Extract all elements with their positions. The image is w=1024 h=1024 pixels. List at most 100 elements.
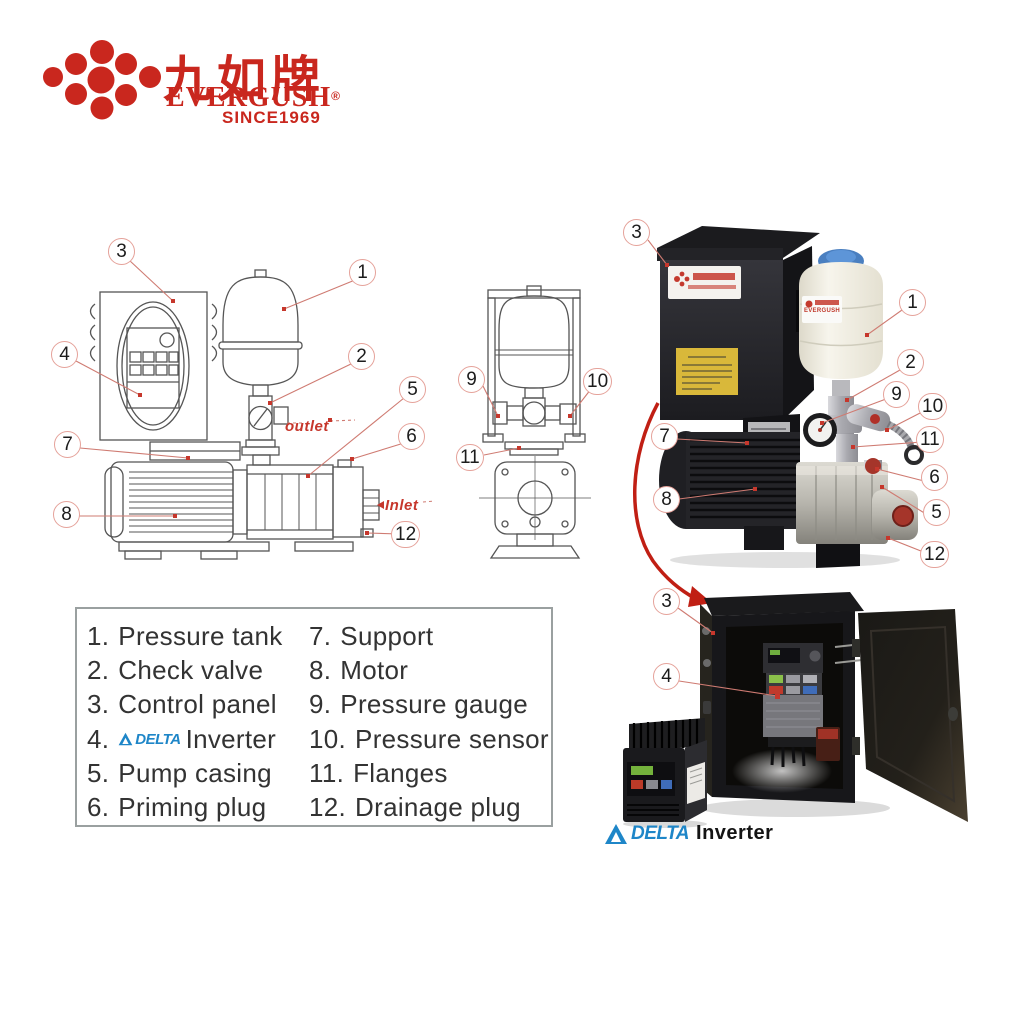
legend-label: Pump casing <box>118 757 272 788</box>
legend-num: 5. <box>87 757 110 788</box>
pump-photo-leaders <box>647 239 927 554</box>
legend-label: Support <box>340 620 434 651</box>
inlet-label: Inlet <box>385 497 419 514</box>
side-view-markers <box>138 299 369 535</box>
inverter-caption-text: Inverter <box>696 822 774 844</box>
legend-label: Pressure tank <box>118 620 283 651</box>
callout-8: 8 <box>53 501 80 528</box>
callout-12: 12 <box>920 541 950 568</box>
pump-photo <box>647 226 927 568</box>
brand-since: SINCE1969 <box>222 108 321 127</box>
photo-pressure-tank <box>799 249 883 398</box>
legend-num: 7. <box>309 620 332 651</box>
delta-logo-icon <box>605 823 627 844</box>
brand-name: EVERGUSH® <box>166 82 341 114</box>
cabinet-leaders <box>677 607 778 697</box>
brand-name-text: EVERGUSH <box>166 82 332 113</box>
legend-item-3: 3. Control panel <box>87 688 309 722</box>
legend-label: Inverter <box>185 723 277 754</box>
legend-item-9: 9. Pressure gauge <box>309 688 549 722</box>
legend-item-11: 11. Flanges <box>309 756 549 790</box>
side-view-leaders <box>75 259 435 535</box>
delta-brand-text: DELTA <box>631 822 690 844</box>
front-view-diagram <box>479 285 592 559</box>
cabinet-shadow <box>700 799 890 817</box>
callout-2: 2 <box>897 349 924 376</box>
legend-num: 6. <box>87 792 110 823</box>
callout-9: 9 <box>458 366 485 393</box>
callout-5: 5 <box>399 376 426 403</box>
legend-num: 11. <box>309 757 345 788</box>
registered-mark: ® <box>331 89 341 103</box>
inverter-photo <box>623 718 707 828</box>
legend-label: Control panel <box>118 689 277 720</box>
callout-9: 9 <box>883 381 910 408</box>
legend-item-2: 2.Check valve <box>87 653 309 687</box>
callout-4: 4 <box>653 663 680 690</box>
brand-chinese-name: 九如牌 <box>163 53 326 107</box>
delta-logo-icon <box>118 732 133 746</box>
photo-fittings <box>803 396 924 465</box>
outlet-label: outlet <box>285 418 329 435</box>
legend-num: 4. <box>87 723 110 754</box>
callout-12: 12 <box>391 521 421 548</box>
legend-num: 10. <box>309 723 347 754</box>
callout-11: 11 <box>456 444 484 471</box>
legend-item-4: 4. DELTA Inverter <box>87 722 309 756</box>
cabinet-photo <box>677 592 968 822</box>
photo-pump-casing <box>796 458 918 544</box>
legend-label: Drainage plug <box>355 792 521 823</box>
legend-num: 2. <box>87 654 110 685</box>
callout-10: 10 <box>583 368 613 395</box>
legend-item-1: 1. Pressure tank <box>87 619 309 653</box>
legend-num: 8. <box>309 654 332 685</box>
callout-6: 6 <box>398 423 425 450</box>
callout-7: 7 <box>651 423 678 450</box>
callout-2: 2 <box>348 343 375 370</box>
parts-legend: 1. Pressure tank 2.Check valve 3. Control … <box>75 607 553 827</box>
cabinet-markers <box>711 631 780 699</box>
legend-num: 12. <box>309 792 347 823</box>
legend-num: 3. <box>87 689 110 720</box>
legend-item-12: 12. Drainage plug <box>309 791 549 825</box>
delta-inverter-caption: DELTA Inverter <box>604 822 773 845</box>
legend-label: Flanges <box>353 757 448 788</box>
photo-motor <box>659 431 860 568</box>
front-view-markers <box>496 414 572 450</box>
side-view-linework <box>89 269 380 560</box>
callout-6: 6 <box>921 464 948 491</box>
callout-7: 7 <box>54 431 81 458</box>
legend-item-7: 7. Support <box>309 619 549 653</box>
front-view-leaders <box>482 385 592 456</box>
photo-control-box <box>657 226 820 420</box>
legend-item-8: 8.Motor <box>309 653 549 687</box>
side-view-diagram <box>75 259 435 560</box>
callout-5: 5 <box>923 499 950 526</box>
legend-item-5: 5. Pump casing <box>87 756 309 790</box>
tank-label-text: EVERGUSH <box>803 308 841 314</box>
callout-1: 1 <box>899 289 926 316</box>
callout-4: 4 <box>51 341 78 368</box>
legend-column-1: 1. Pressure tank 2.Check valve 3. Control … <box>87 619 309 825</box>
front-view-linework <box>479 285 591 559</box>
delta-logo-small: DELTA <box>118 730 181 748</box>
callout-8: 8 <box>653 486 680 513</box>
callout-1: 1 <box>349 259 376 286</box>
legend-item-10: 10. Pressure sensor <box>309 722 549 756</box>
legend-num: 1. <box>87 620 110 651</box>
legend-num: 9. <box>309 689 332 720</box>
delta-brand-text: DELTA <box>135 730 181 748</box>
legend-item-6: 6. Priming plug <box>87 791 309 825</box>
legend-label: Priming plug <box>118 792 267 823</box>
cabinet-door <box>852 609 968 822</box>
callout-3: 3 <box>653 588 680 615</box>
legend-label: Pressure gauge <box>340 689 529 720</box>
callout-3: 3 <box>108 238 135 265</box>
callout-10: 10 <box>918 393 948 420</box>
evergush-dots-icon <box>43 40 161 120</box>
brand-logo <box>40 30 370 135</box>
callout-3: 3 <box>623 219 650 246</box>
legend-label: Pressure sensor <box>355 723 549 754</box>
cabinet-inverter <box>763 643 840 767</box>
